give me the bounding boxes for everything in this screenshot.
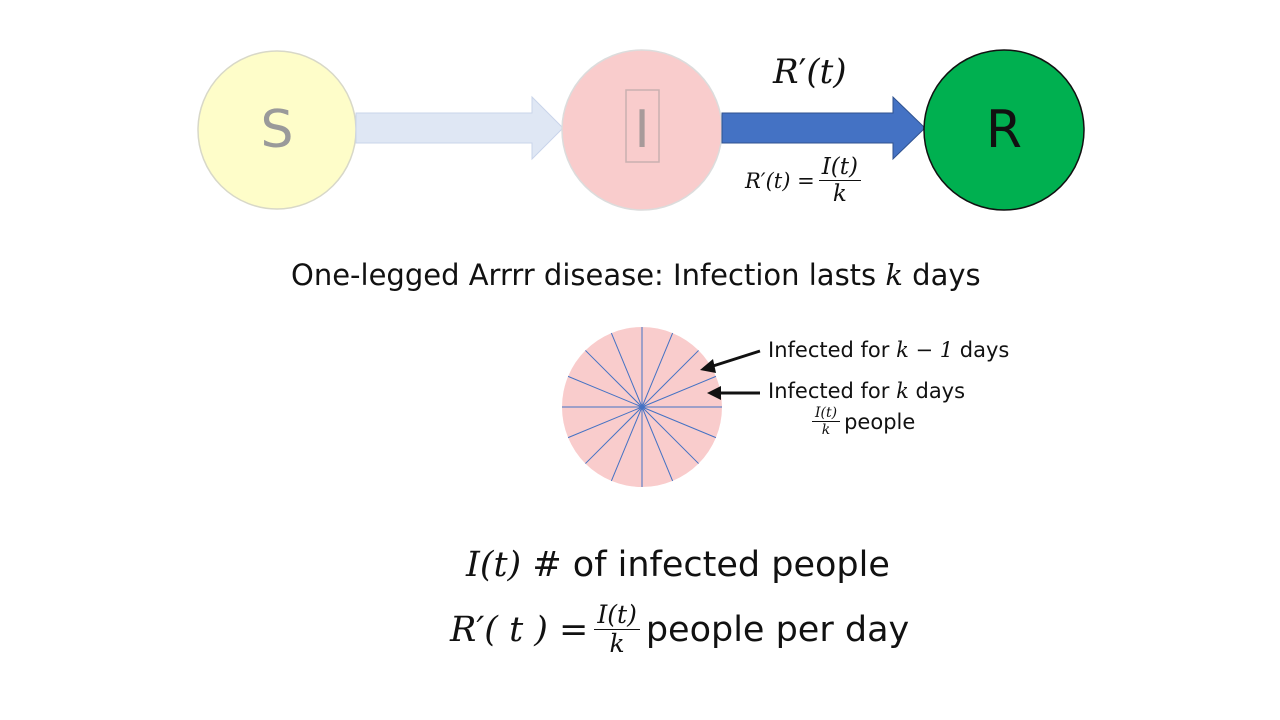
- pointer-arrow-1: [712, 349, 761, 368]
- pie-label-1: Infected for k − 1 days: [768, 338, 1009, 362]
- arrow-i-to-r: [721, 95, 926, 161]
- pie-label-1-text: Infected for: [768, 338, 897, 362]
- subtitle-var: k: [885, 258, 903, 292]
- bottom-line-2-lhs: R′( t ) =: [450, 609, 589, 650]
- pie-slice-line: [641, 406, 674, 482]
- pointer-arrow-1-head: [700, 359, 716, 373]
- subtitle-after: days: [902, 258, 981, 292]
- node-r-circle: [923, 49, 1085, 211]
- formula-small-denominator: k: [832, 181, 847, 208]
- formula-small-numerator: I(t): [818, 154, 861, 182]
- arrow-s-to-i: [355, 95, 564, 161]
- pie-slice-line: [610, 406, 643, 482]
- pie-slice-lines: [562, 327, 722, 487]
- bottom-line-1-var: I(t): [466, 545, 522, 585]
- pie-label-1-after: days: [953, 338, 1010, 362]
- pie-label-3: I(t) k people: [808, 405, 916, 439]
- pie-label-2-var: k: [896, 379, 909, 403]
- node-i-label-box: [625, 89, 660, 163]
- pie-slice-line: [641, 406, 717, 439]
- pie-slice-line: [585, 350, 643, 408]
- pie-slice-line: [610, 332, 643, 408]
- subtitle-text: One-legged Arrrr disease: Infection last…: [291, 258, 886, 292]
- node-r-label: R: [985, 100, 1023, 160]
- pointer-arrow-2-head: [707, 386, 721, 400]
- pie-label-3-denominator: k: [821, 422, 831, 439]
- bottom-line-1-text: # of infected people: [521, 545, 890, 585]
- pie-slice-line: [585, 406, 643, 464]
- pie-label-2-text: Infected for: [768, 379, 897, 403]
- bottom-line-2-after: people per day: [645, 609, 910, 650]
- formula-small: R′(t) = I(t) k: [745, 154, 865, 208]
- bottom-line-2-numerator: I(t): [594, 601, 640, 630]
- pie-label-1-var: k − 1: [896, 338, 954, 362]
- pie-slice-line: [641, 375, 717, 408]
- arrow-label-t: (t): [806, 52, 847, 92]
- bottom-line-2-denominator: k: [609, 628, 625, 658]
- pie-slice-line: [641, 406, 699, 464]
- pie-slice-line: [641, 350, 699, 408]
- node-s-label: S: [260, 100, 294, 160]
- pie-slice-line: [641, 332, 674, 408]
- pie-label-3-after: people: [844, 410, 916, 435]
- pie-label-3-numerator: I(t): [812, 405, 841, 423]
- node-i-label: I: [634, 100, 650, 160]
- subtitle: One-legged Arrrr disease: Infection last…: [291, 258, 981, 292]
- pie-label-2-after: days: [908, 379, 966, 403]
- arrow-label-r: R: [773, 52, 799, 92]
- arrow-label-prime: ′: [798, 52, 807, 92]
- bottom-line-2: R′( t ) = I(t) k people per day: [450, 601, 909, 658]
- formula-small-lhs: R′(t) =: [745, 169, 815, 194]
- bottom-line-1: I(t) # of infected people: [466, 545, 890, 585]
- pie-label-2: Infected for k days: [768, 379, 965, 403]
- pie-slice-line: [567, 406, 643, 439]
- pie-slice-line: [567, 375, 643, 408]
- arrow-label: R′(t): [773, 52, 847, 92]
